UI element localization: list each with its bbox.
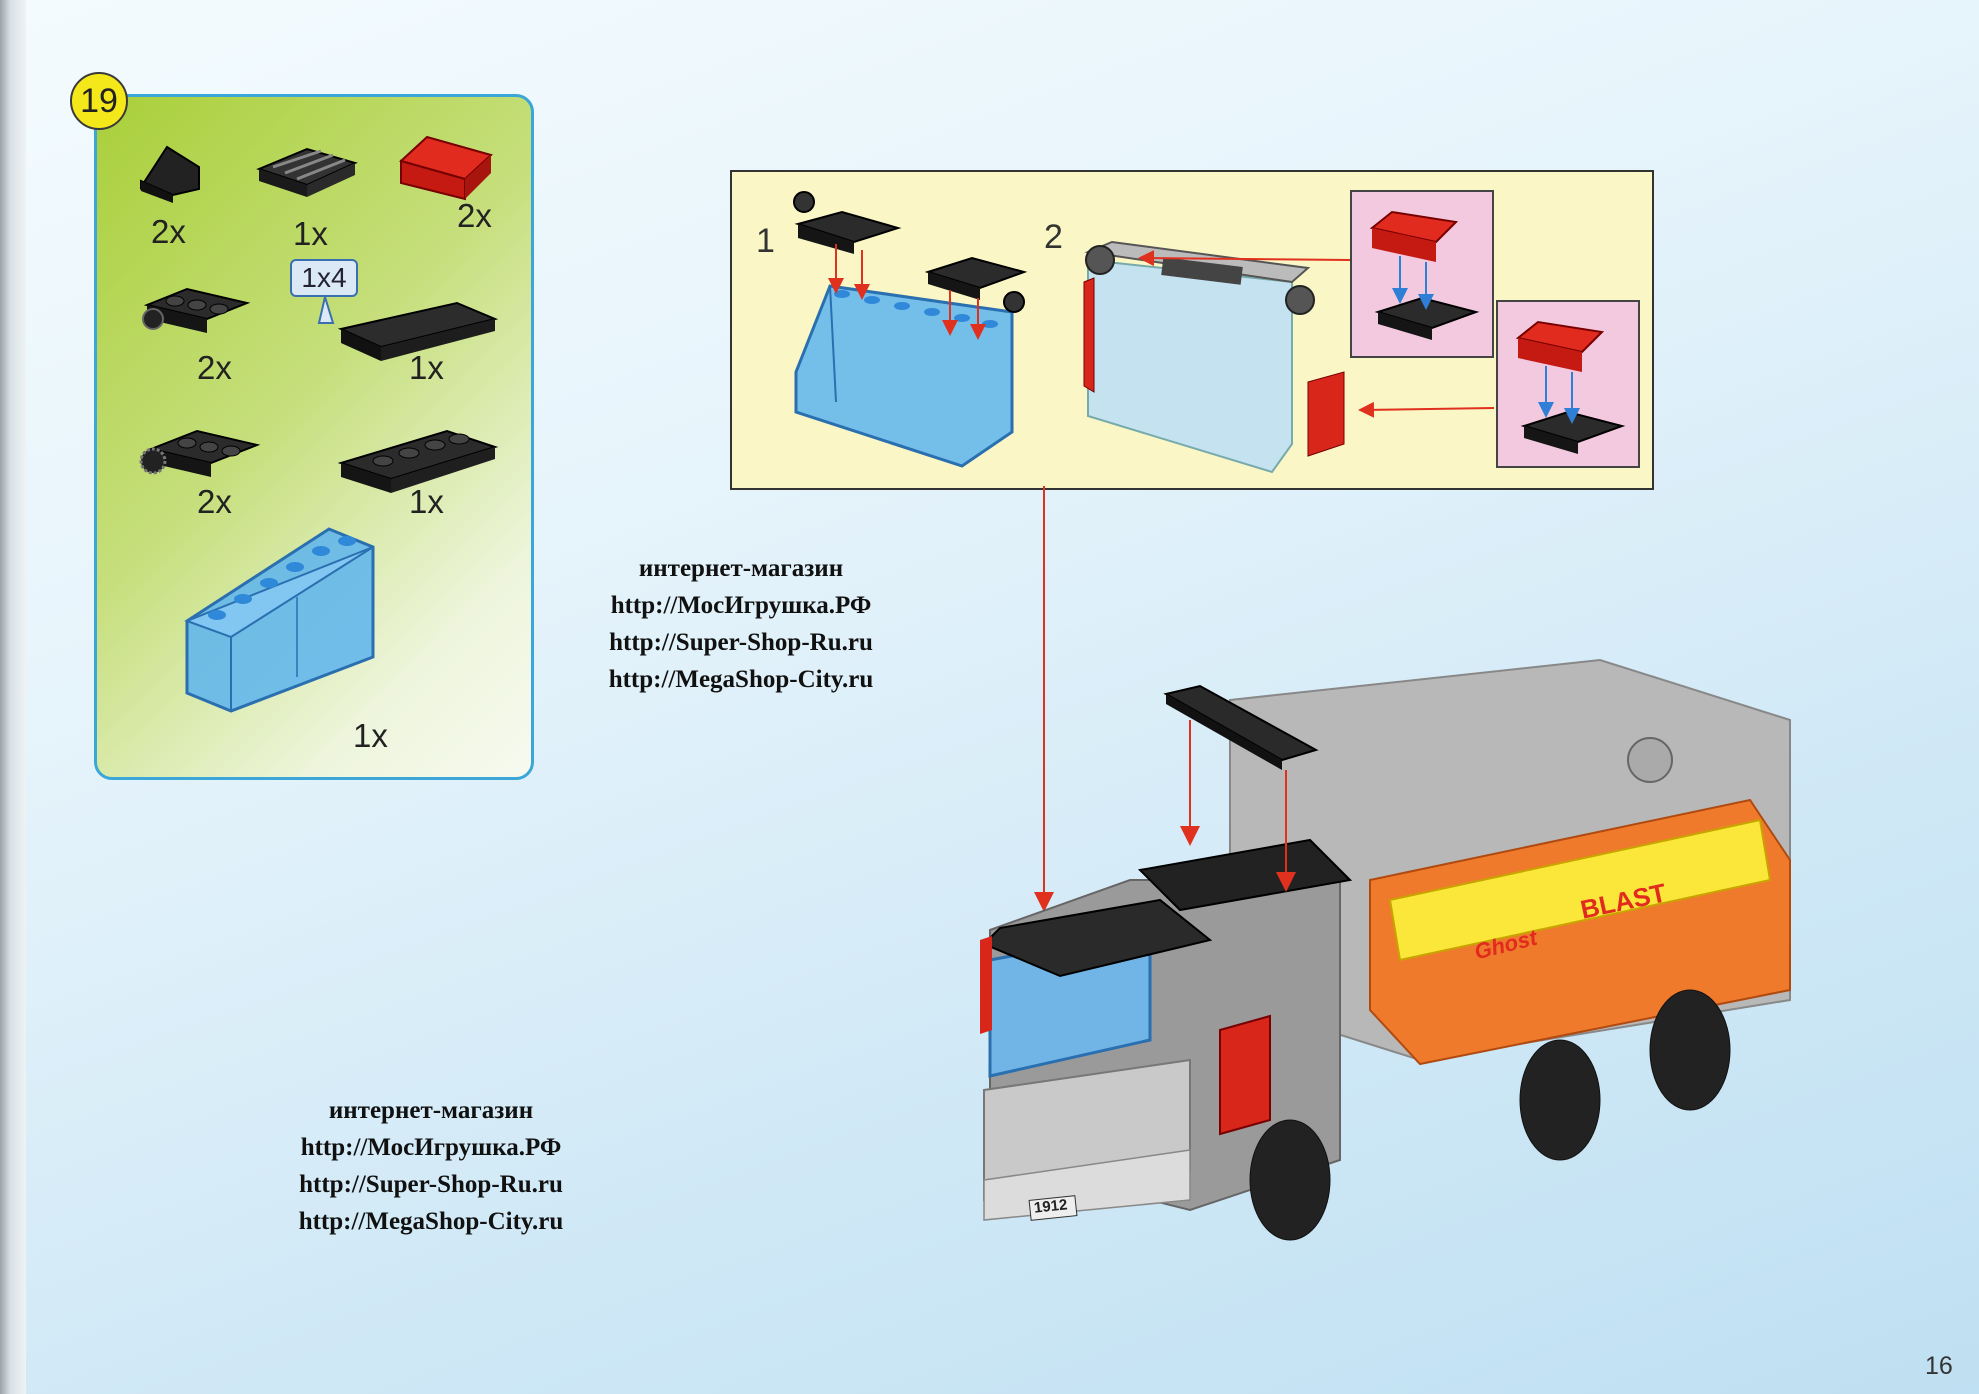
- substep-1-label: 1: [756, 222, 775, 260]
- subassembly-illustration: [793, 191, 1626, 474]
- black-grille-plate-part: [256, 147, 358, 197]
- qty-red-slope: 2x: [457, 197, 492, 234]
- watermark-top-line2: http://МосИгрушка.РФ: [610, 592, 872, 619]
- qty-blue-windscreen: 1x: [353, 717, 388, 754]
- blue-windscreen-part: [184, 527, 375, 713]
- detail-bottom-parts: [1515, 320, 1626, 454]
- license-plate: 1912: [1033, 1196, 1069, 1217]
- subassembly-panel: 1 2: [730, 170, 1654, 490]
- qty-black-clip-plate: 2x: [197, 483, 232, 520]
- detail-top-parts: [1369, 210, 1480, 340]
- qty-black-tile: 1x: [409, 349, 444, 386]
- watermark-bottom-line4: http://MegaShop-City.ru: [298, 1208, 564, 1235]
- parts-illustrations: [139, 135, 499, 713]
- watermark-top-line1: интернет-магазин: [638, 555, 844, 582]
- truck-wheels: [1249, 989, 1731, 1241]
- substep-2-cab-front: [1083, 240, 1345, 474]
- qty-black-grille-plate: 1x: [293, 215, 328, 252]
- substep-1-hinge-plates: [793, 191, 1028, 313]
- watermark-block-top: интернет-магазин http://МосИгрушка.РФ ht…: [556, 550, 926, 698]
- watermark-top-line3: http://Super-Shop-Ru.ru: [609, 629, 873, 656]
- black-plate-part: [337, 429, 499, 493]
- watermark-bottom-line3: http://Super-Shop-Ru.ru: [299, 1171, 563, 1198]
- page-binding-shadow: [0, 0, 26, 1394]
- qty-black-slope: 2x: [151, 213, 186, 250]
- watermark-bottom-line1: интернет-магазин: [328, 1097, 534, 1124]
- qty-black-hinge-plate: 2x: [197, 349, 232, 386]
- truck-cab: [980, 838, 1353, 1221]
- black-clip-plate-part: [139, 429, 261, 477]
- truck-roof-tile: [1163, 684, 1319, 770]
- part-size-callout: 1x4: [290, 259, 358, 297]
- substep-2-label: 2: [1044, 218, 1063, 256]
- page-number: 16: [1925, 1352, 1953, 1380]
- parts-list-panel: 2x 1x 2x 2x 1x 2x 1x 1x: [94, 94, 534, 780]
- black-hinge-plate-part: [142, 287, 251, 333]
- step-number-badge: 19: [70, 72, 128, 130]
- watermark-block-bottom: интернет-магазин http://МосИгрушка.РФ ht…: [246, 1092, 616, 1240]
- black-tile-part: [337, 301, 499, 361]
- watermark-top-line4: http://MegaShop-City.ru: [608, 666, 874, 693]
- red-slope-part: [399, 135, 493, 201]
- qty-black-plate: 1x: [409, 483, 444, 520]
- black-slope-part: [140, 145, 200, 203]
- watermark-bottom-line2: http://МосИгрушка.РФ: [300, 1134, 562, 1161]
